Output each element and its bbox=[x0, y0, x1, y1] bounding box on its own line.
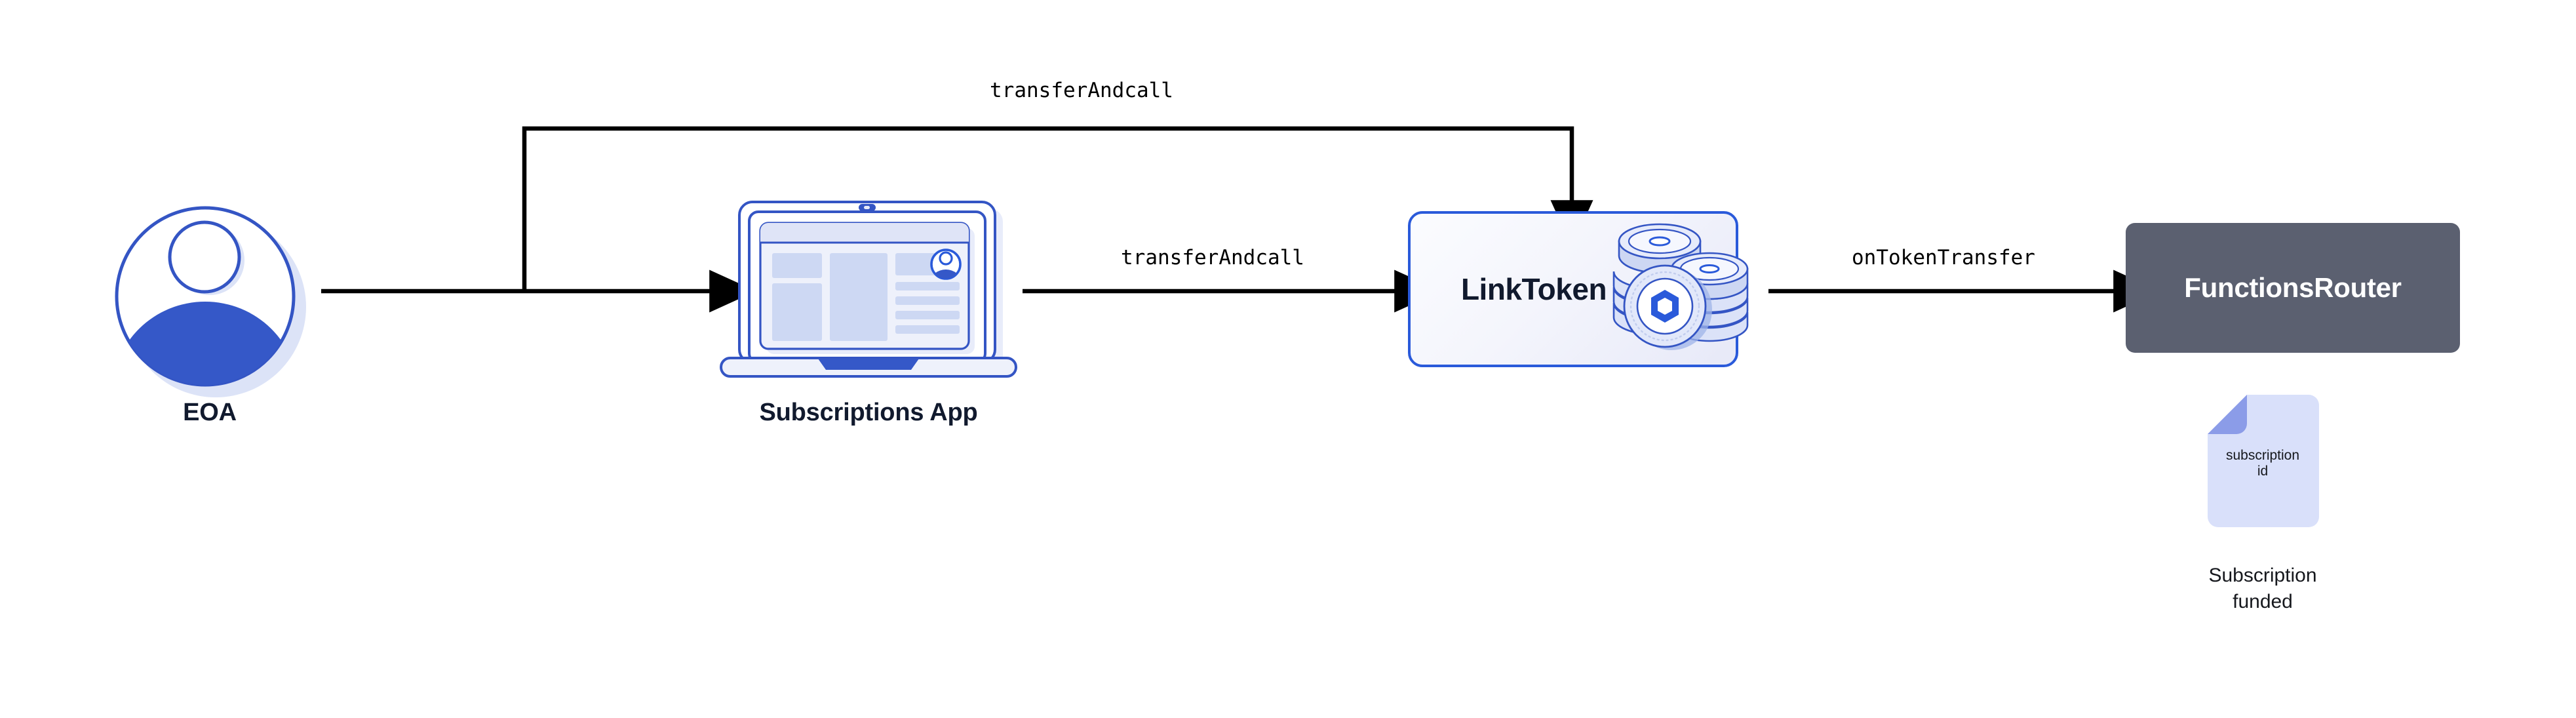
node-functions-router-label: FunctionsRouter bbox=[2184, 272, 2402, 303]
user-avatar-icon bbox=[115, 206, 306, 397]
edge-label-app-to-linktoken: transferAndcall bbox=[1121, 246, 1304, 269]
edge-eoa-to-linktoken bbox=[522, 126, 1593, 291]
node-functions-router[interactable]: FunctionsRouter bbox=[2126, 223, 2460, 353]
laptop-icon bbox=[720, 201, 1017, 378]
document-caption-line-2: funded bbox=[2233, 591, 2293, 612]
subscription-document[interactable]: subscription id bbox=[2206, 393, 2319, 531]
document-icon bbox=[2208, 395, 2319, 527]
node-link-token-label: LinkToken bbox=[1460, 272, 1607, 306]
node-eoa-label: EOA bbox=[183, 399, 237, 426]
node-subscriptions-app[interactable]: Subscriptions App bbox=[714, 190, 1023, 426]
edge-label-eoa-to-linktoken: transferAndcall bbox=[990, 79, 1173, 102]
document-inner-line-2: id bbox=[2257, 464, 2269, 479]
edge-label-linktoken-to-router: onTokenTransfer bbox=[1852, 246, 2035, 269]
document-caption-line-1: Subscription bbox=[2208, 565, 2317, 586]
node-subscriptions-app-label: Subscriptions App bbox=[759, 399, 978, 426]
node-eoa[interactable]: EOA bbox=[105, 197, 315, 426]
coin-stack-chainlink-icon bbox=[1612, 223, 1749, 350]
document-inner-line-1: subscription bbox=[2225, 448, 2300, 463]
